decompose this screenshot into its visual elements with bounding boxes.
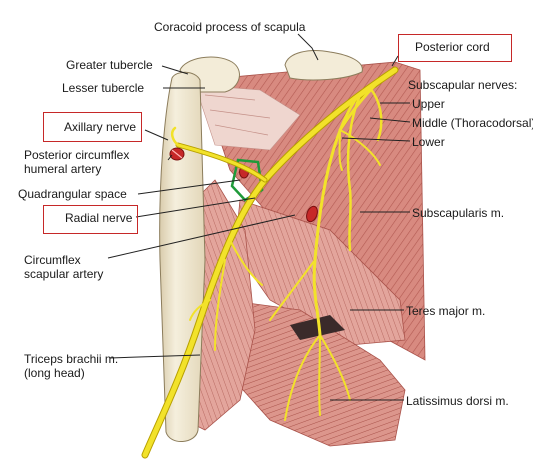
label-circumflex-scapular-artery: Circumflex scapular artery	[24, 253, 104, 281]
posterior-circumflex-artery-mark	[169, 147, 185, 161]
circumflex-scapular-artery-mark	[306, 205, 318, 223]
coracoid-process	[284, 50, 363, 81]
label-coracoid-process: Coracoid process of scapula	[154, 20, 306, 34]
axillary-nerve-highlight-box	[43, 112, 142, 142]
label-teres-major: Teres major m.	[406, 304, 486, 318]
label-posterior-circumflex-humeral-artery: Posterior circumflex humeral artery	[24, 148, 130, 176]
label-lower: Lower	[412, 135, 445, 149]
posterior-cord-highlight-box	[398, 34, 512, 62]
label-axillary-nerve: Axillary nerve	[64, 120, 137, 134]
leader-lines	[107, 33, 411, 401]
label-latissimus-dorsi: Latissimus dorsi m.	[406, 394, 509, 408]
label-subscapular-nerves: Subscapular nerves:	[408, 78, 518, 92]
label-lesser-tubercle: Lesser tubercle	[62, 81, 145, 95]
label-greater-tubercle: Greater tubercle	[66, 58, 153, 72]
label-quadrangular-space: Quadrangular space	[18, 187, 127, 201]
label-subscapularis: Subscapularis m.	[412, 206, 505, 220]
label-posterior-cord: Posterior cord	[415, 40, 490, 54]
label-upper: Upper	[412, 97, 445, 111]
nerve-tree	[141, 66, 399, 459]
label-radial-nerve: Radial nerve	[65, 211, 133, 225]
label-triceps-brachii: Triceps brachii m. (long head)	[24, 352, 119, 380]
label-middle-thoracodorsal: Middle (Thoracodorsal)	[412, 116, 533, 130]
radial-nerve-highlight-box	[43, 205, 138, 234]
humerus-shaft	[159, 71, 206, 442]
